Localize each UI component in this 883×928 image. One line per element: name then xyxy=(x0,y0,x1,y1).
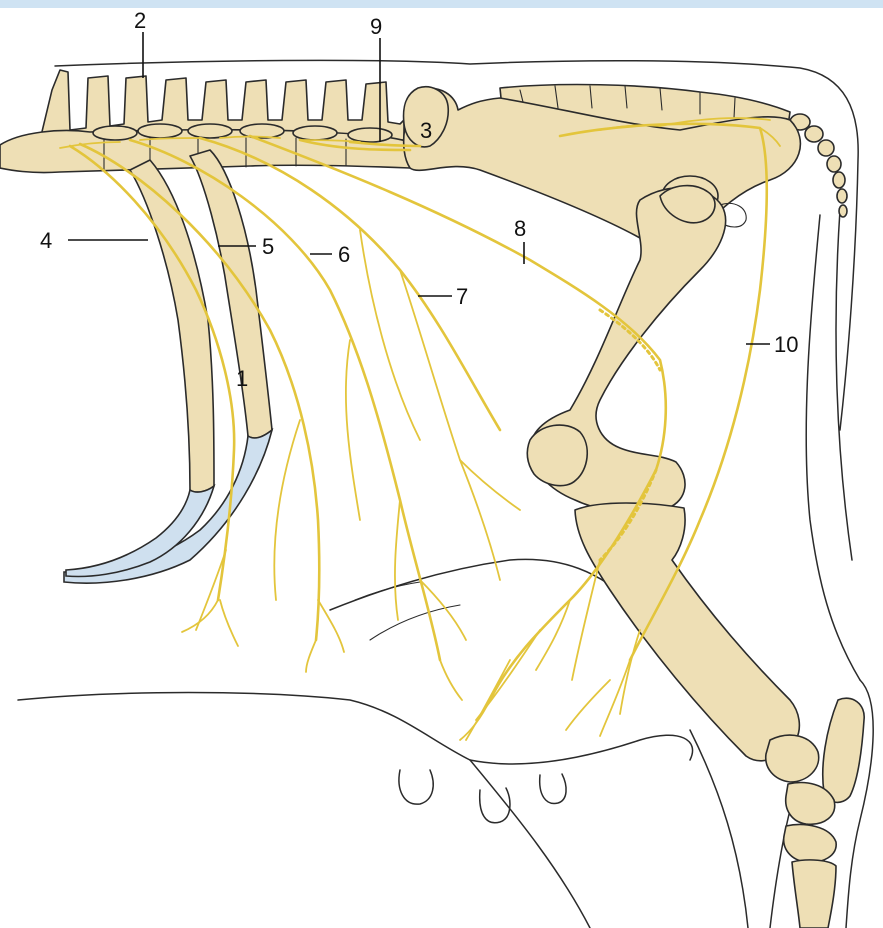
metatarsal xyxy=(792,860,836,928)
label-9: 9 xyxy=(370,14,382,39)
udder-lower xyxy=(470,735,693,764)
label-7: 7 xyxy=(456,284,468,309)
tail-vertebrae xyxy=(790,114,847,217)
tibia xyxy=(575,503,799,761)
label-5: 5 xyxy=(262,234,274,259)
lower-body-line xyxy=(470,760,590,928)
label-3: 3 xyxy=(420,118,432,143)
femur xyxy=(527,186,725,513)
label-1: 1 xyxy=(236,366,248,391)
label-10: 10 xyxy=(774,332,798,357)
label-4: 4 xyxy=(40,228,52,253)
label-8: 8 xyxy=(514,216,526,241)
udder-fold xyxy=(690,730,748,928)
tail-inner xyxy=(836,210,852,560)
label-6: 6 xyxy=(338,242,350,267)
tail-outline xyxy=(806,215,860,680)
calcaneus xyxy=(823,698,864,802)
rib-last-cartilage xyxy=(64,430,272,583)
tibia-hock xyxy=(575,503,864,928)
rib-second-last-cartilage xyxy=(66,486,214,576)
femur-condyle xyxy=(527,425,587,486)
teat-1 xyxy=(399,770,433,804)
teat-3 xyxy=(540,774,566,803)
label-2: 2 xyxy=(134,8,146,33)
belly-outline xyxy=(18,693,470,761)
teat-2 xyxy=(480,788,510,823)
